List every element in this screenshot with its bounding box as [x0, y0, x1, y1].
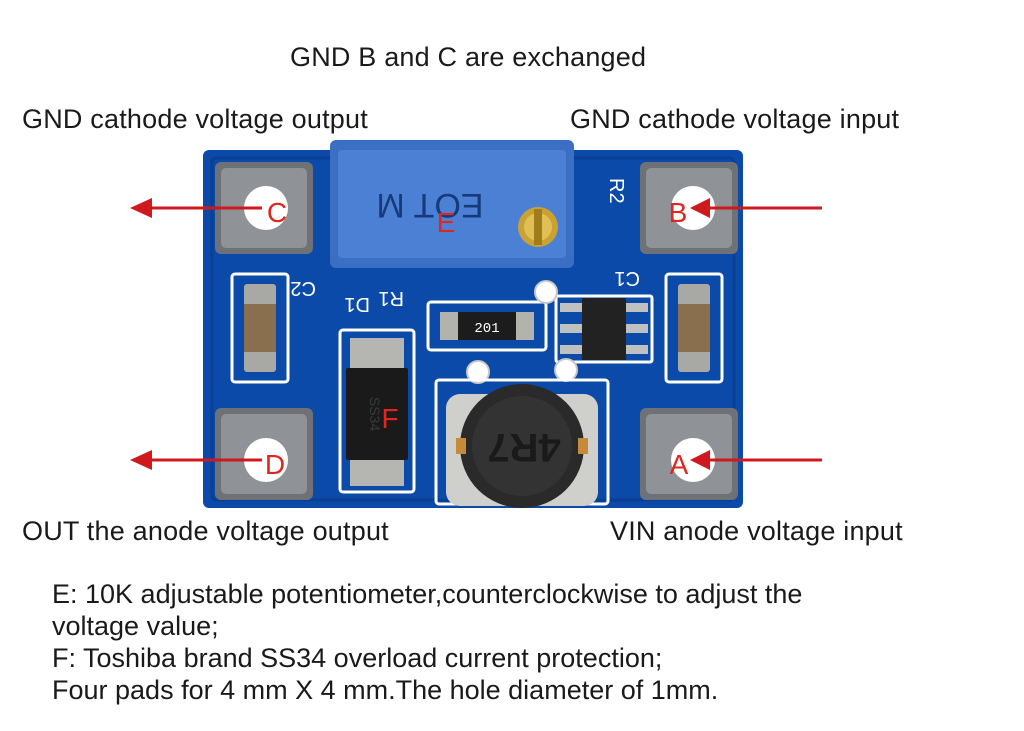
pad-c-letter: C: [267, 197, 287, 228]
silk-r2: R2: [605, 178, 627, 204]
marker-f: F: [381, 403, 398, 434]
arrow-b-input: [690, 198, 822, 218]
ic-chip: [554, 294, 654, 364]
marker-e: E: [437, 207, 456, 238]
potentiometer: EOT M: [330, 140, 574, 268]
diode-d1: SS34: [338, 328, 416, 494]
note-line-2: voltage value;: [52, 611, 219, 641]
silk-c2: C2: [290, 277, 316, 299]
label-gnd-output: GND cathode voltage output: [22, 104, 368, 134]
potentiometer-text: EOT M: [376, 186, 483, 224]
arrow-a-input: [690, 450, 822, 470]
pad-b-letter: B: [669, 197, 688, 228]
silk-c1: C1: [614, 267, 640, 289]
note-line-1: E: 10K adjustable potentiometer,counterc…: [52, 579, 803, 609]
pad-d: [215, 408, 313, 500]
capacitor-c2: [230, 272, 290, 384]
label-out-anode-output: OUT the anode voltage output: [22, 516, 389, 546]
notes-block: E: 10K adjustable potentiometer,counterc…: [52, 578, 802, 706]
arrow-d-output: [130, 450, 262, 470]
arrow-c-output: [130, 198, 262, 218]
diagram-title: GND B and C are exchanged: [290, 42, 647, 72]
capacitor-c1: [664, 272, 724, 384]
note-line-3: F: Toshiba brand SS34 overload current p…: [52, 643, 663, 673]
resistor-code: 201: [474, 321, 499, 337]
inductor: 4R7: [434, 378, 610, 508]
silk-r1: R1: [378, 287, 404, 309]
label-gnd-input: GND cathode voltage input: [570, 104, 900, 134]
resistor-r1: 201: [426, 300, 548, 352]
note-line-4: Four pads for 4 mm X 4 mm.The hole diame…: [52, 675, 719, 705]
pad-d-letter: D: [265, 449, 285, 480]
silk-d1: D1: [344, 293, 370, 315]
inductor-text: 4R7: [487, 425, 560, 469]
label-vin-anode-input: VIN anode voltage input: [610, 516, 903, 546]
pad-a-letter: A: [670, 449, 689, 480]
diode-text: SS34: [367, 397, 383, 431]
pad-c: [215, 162, 313, 254]
pad-a: [640, 408, 738, 500]
pad-b: [640, 162, 738, 254]
